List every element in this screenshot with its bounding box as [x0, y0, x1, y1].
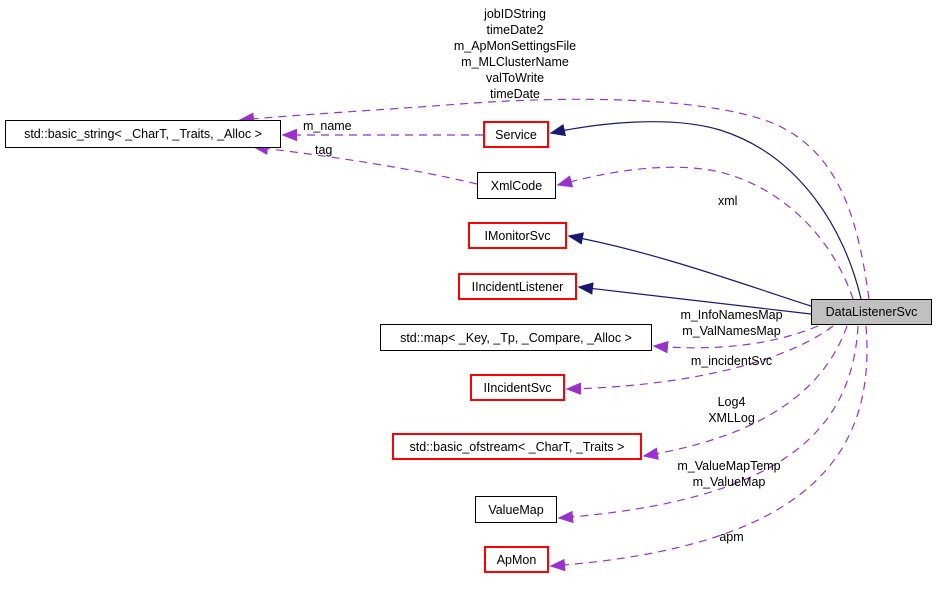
edge-label-value-maps: m_ValueMapTemp m_ValueMap [655, 458, 803, 490]
node-valuemap[interactable]: ValueMap [475, 496, 557, 523]
node-basic-string[interactable]: std::basic_string< _CharT, _Traits, _All… [5, 120, 281, 148]
node-imonitorsvc[interactable]: IMonitorSvc [468, 222, 567, 249]
edge-label-line: m_InfoNamesMap [680, 308, 783, 322]
edge-label-line: jobIDString [484, 7, 546, 21]
node-iincidentsvc[interactable]: IIncidentSvc [470, 374, 565, 401]
edge-label-line: valToWrite [485, 71, 545, 85]
edge-value-maps [557, 325, 859, 524]
node-std-map[interactable]: std::map< _Key, _Tp, _Compare, _Alloc > [380, 324, 652, 351]
edge-label-logs: Log4 XMLLog [659, 394, 804, 426]
edge-label-incident-svc: m_incidentSvc [690, 354, 773, 368]
node-apmon[interactable]: ApMon [484, 546, 549, 573]
node-basic-ofstream[interactable]: std::basic_ofstream< _CharT, _Traits > [392, 433, 642, 460]
edge-inherit-imonitorsvc [567, 232, 812, 307]
edge-maps [652, 325, 819, 354]
edge-inherit-service [549, 121, 862, 300]
edge-label-strings-members: jobIDString timeDate2 m_ApMonSettingsFil… [420, 6, 610, 102]
edge-label-line: m_ApMonSettingsFile [453, 39, 577, 53]
edge-label-line: Log4 [717, 395, 746, 409]
edge-strings-members [238, 98, 870, 300]
edge-label-line: timeDate [489, 87, 541, 101]
node-service[interactable]: Service [483, 121, 549, 148]
edge-inherit-iincidentlistener [577, 282, 812, 315]
edge-label-m-name: m_name [303, 119, 352, 133]
edge-apm [549, 325, 868, 572]
edge-tag [252, 142, 478, 185]
edge-label-line: m_ValueMapTemp [677, 459, 781, 473]
node-iincidentlistener[interactable]: IIncidentListener [458, 273, 577, 300]
edge-label-maps: m_InfoNamesMap m_ValNamesMap [659, 307, 804, 339]
edge-label-line: m_MLClusterName [461, 55, 569, 69]
edge-logs [642, 325, 848, 460]
edge-label-line: timeDate2 [486, 23, 544, 37]
node-xmlcode[interactable]: XmlCode [477, 172, 556, 199]
node-datalistenersvc: DataListenerSvc [811, 299, 932, 325]
edge-label-line: m_ValNamesMap [682, 324, 781, 338]
edge-label-tag: tag [315, 143, 333, 157]
edge-label-line: XMLLog [708, 411, 755, 425]
edge-label-line: m_ValueMap [692, 475, 766, 489]
edge-label-xml: xml [718, 194, 738, 208]
edge-xml [556, 166, 854, 300]
edge-label-apm: apm [719, 530, 744, 544]
